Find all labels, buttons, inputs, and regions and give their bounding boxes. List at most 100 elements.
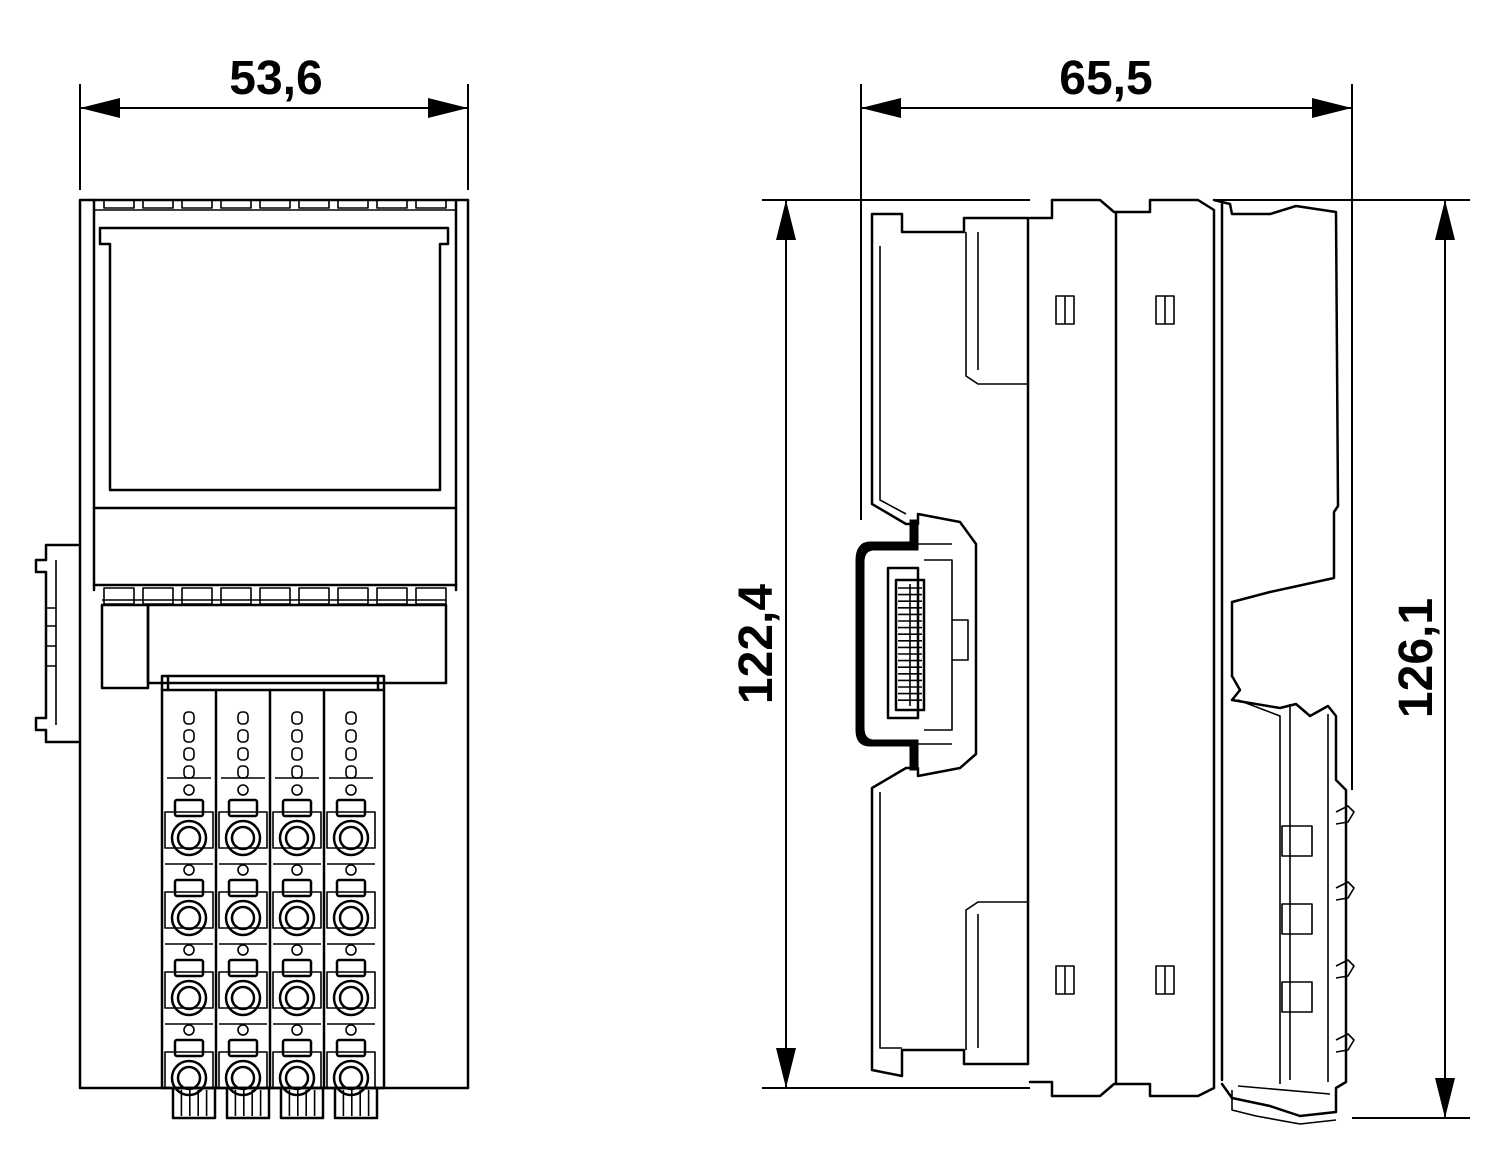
wire-entry	[170, 979, 208, 1017]
wire-entry-inner	[338, 985, 364, 1011]
plug-grip	[279, 1086, 325, 1120]
wire-entry	[224, 979, 262, 1017]
height-label-right: 126,1	[1390, 598, 1443, 718]
wire-entry	[278, 979, 316, 1017]
release-hole	[237, 784, 249, 796]
connector-pins	[898, 584, 922, 706]
wire-entry-inner	[176, 1065, 202, 1091]
push-button	[173, 798, 205, 818]
top-notch	[259, 199, 291, 209]
terminal-column	[268, 688, 325, 1120]
release-hole	[237, 944, 249, 956]
wire-entry-inner	[338, 1065, 364, 1091]
din-rail	[855, 519, 919, 771]
bottom-notch	[181, 587, 213, 605]
wire-entry-inner	[284, 825, 310, 851]
push-button	[173, 878, 205, 898]
wire-entry	[170, 819, 208, 857]
terminal-column	[214, 688, 271, 1120]
top-notch	[103, 199, 135, 209]
push-button	[281, 1038, 313, 1058]
width-dimension: 53,6	[79, 52, 469, 190]
side-view: 65,5 122,4 126,1	[730, 52, 1470, 1125]
wire-entry-inner	[230, 905, 256, 931]
led-indicator	[237, 765, 249, 779]
side-clamp-tab	[1335, 805, 1355, 825]
release-hole	[183, 1024, 195, 1036]
push-button	[173, 1038, 205, 1058]
led-indicator	[183, 711, 195, 725]
depth-dimension: 65,5	[860, 52, 1353, 790]
height-label-left: 122,4	[730, 584, 783, 704]
module-housing-front	[78, 198, 470, 1090]
led-indicator	[237, 729, 249, 743]
width-label: 53,6	[229, 52, 322, 105]
module-body-side	[1028, 198, 1216, 1098]
push-button	[281, 798, 313, 818]
top-notch	[337, 199, 369, 209]
side-clamp-tab	[1335, 881, 1355, 901]
led-indicator	[345, 765, 357, 779]
wire-entry-inner	[284, 985, 310, 1011]
plug-grip-body	[225, 1086, 271, 1120]
wire-entry-inner	[230, 985, 256, 1011]
wire-entry	[224, 899, 262, 937]
terminal-column	[322, 688, 379, 1120]
wire-entry-inner	[338, 905, 364, 931]
height-dimension-left: 122,4	[730, 199, 1030, 1089]
terminal-columns	[164, 688, 379, 1120]
led-indicator	[291, 747, 303, 761]
led-indicator	[345, 711, 357, 725]
top-notch	[220, 199, 252, 209]
led-indicator	[291, 729, 303, 743]
bottom-notch	[220, 587, 252, 605]
wire-entry	[332, 819, 370, 857]
push-button	[227, 1038, 259, 1058]
top-notch	[142, 199, 174, 209]
led-indicator	[345, 729, 357, 743]
top-notches	[103, 199, 447, 209]
wire-entry-inner	[284, 1065, 310, 1091]
bottom-notch	[376, 587, 408, 605]
led-indicator	[183, 729, 195, 743]
height-dimension-right: 126,1	[1214, 199, 1470, 1119]
plug-grip-body	[171, 1086, 217, 1120]
led-indicator	[183, 747, 195, 761]
wire-entry-inner	[284, 905, 310, 931]
bottom-notches	[103, 587, 447, 605]
push-button	[335, 1038, 367, 1058]
release-hole	[183, 864, 195, 876]
push-button	[335, 958, 367, 978]
bottom-notch	[298, 587, 330, 605]
front-cover-side	[1212, 198, 1355, 1125]
wire-entry-inner	[338, 825, 364, 851]
push-button	[281, 878, 313, 898]
top-notch	[298, 199, 330, 209]
front-view: 53,6	[34, 52, 470, 1120]
side-clamp-tab	[1335, 1033, 1355, 1053]
wire-entry-inner	[230, 825, 256, 851]
wire-entry	[224, 819, 262, 857]
top-notch	[181, 199, 213, 209]
led-indicator	[291, 765, 303, 779]
push-button	[227, 798, 259, 818]
wire-entry-inner	[176, 825, 202, 851]
release-hole	[291, 864, 303, 876]
push-button	[173, 958, 205, 978]
led-indicator	[291, 711, 303, 725]
led-indicator	[237, 711, 249, 725]
push-button	[335, 798, 367, 818]
terminal-block	[160, 674, 386, 1120]
bottom-notch	[103, 587, 135, 605]
push-button	[335, 878, 367, 898]
terminal-column	[164, 711, 217, 1120]
top-notch	[376, 199, 408, 209]
plug-grip-body	[333, 1086, 379, 1120]
release-hole	[345, 784, 357, 796]
led-indicator	[183, 765, 195, 779]
wire-entry	[332, 899, 370, 937]
top-notch	[415, 199, 447, 209]
bottom-notch	[259, 587, 291, 605]
plug-grip	[225, 1086, 271, 1120]
